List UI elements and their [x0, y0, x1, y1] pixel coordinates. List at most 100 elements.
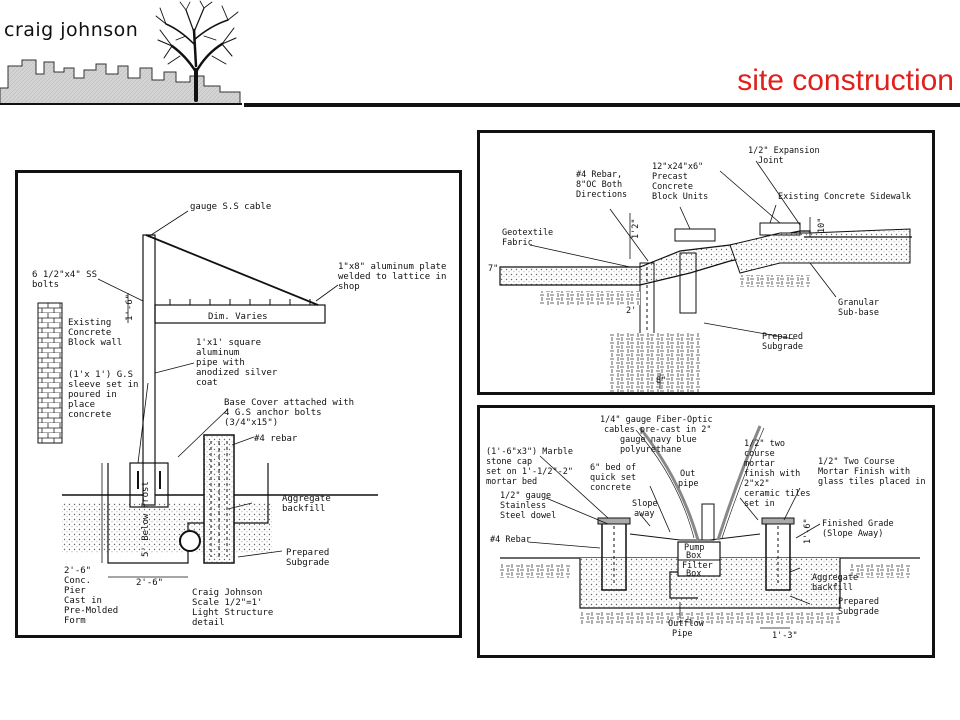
label-mortar-2: course: [744, 449, 775, 459]
sidewalk-drawing: 1/2" Expansion Joint 12"x24"x6" Precast …: [488, 146, 912, 392]
label-pier-4: Cast in: [64, 596, 102, 606]
label-mortar-3: mortar: [744, 459, 775, 469]
label-pier-5: Pre-Molded: [64, 606, 118, 616]
precast-block: [674, 228, 716, 242]
label-mortar-7: set in: [744, 499, 775, 509]
label-slope-2: away: [634, 509, 654, 519]
label-credit-2: Scale 1/2"=1': [192, 598, 262, 608]
label-pipe-3: pipe with: [196, 358, 245, 368]
out-pipe: [701, 503, 715, 541]
label-fiber-3: gauge navy blue: [620, 435, 697, 445]
label-pier-1: 2'-6": [64, 566, 91, 576]
label-aggregate-2: backfill: [812, 583, 853, 593]
label-wall-3: Block wall: [68, 338, 122, 348]
light-structure-detail-panel: gauge S.S cable 6 1/2"x4" SS bolts 1"x8"…: [15, 170, 462, 638]
label-pump-2: Box: [686, 551, 701, 561]
label-pipe-5: coat: [196, 378, 218, 388]
skyline-graphic: [0, 59, 241, 105]
page-title: site construction: [737, 64, 954, 97]
label-dowel-1: 1/2" gauge: [500, 491, 551, 501]
label-bolts-1: 6 1/2"x4" SS: [32, 270, 97, 280]
label-geo-1: Geotextile: [502, 228, 553, 238]
label-joint-2: Joint: [758, 156, 784, 166]
outflow-pipe: [669, 571, 698, 599]
label-subgrade-2: Subgrade: [762, 342, 803, 352]
support-cable: [145, 234, 319, 306]
label-block-4: Block Units: [652, 192, 708, 202]
label-subgrade-2: Subgrade: [286, 558, 329, 568]
label-block-2: Precast: [652, 172, 688, 182]
label-sleeve-3: poured in: [68, 390, 117, 400]
label-dim-13: 1'-3": [772, 631, 798, 641]
label-dim-2ft6: 2'-6": [136, 578, 163, 588]
label-mortar-1: 1/2" two: [744, 439, 785, 449]
label-sleeve-2: sleeve set in: [68, 380, 138, 390]
label-dim-arm: Dim. Varies: [208, 312, 268, 322]
label-bed-2: quick set: [590, 473, 636, 483]
label-cover-1: Base Cover attached with: [224, 398, 354, 408]
label-aggregate-1: Aggregate: [282, 494, 331, 504]
label-mortar-4: finish with: [744, 469, 800, 479]
label-credit-4: detail: [192, 618, 225, 628]
tree-graphic: [155, 0, 239, 102]
label-plate-3: shop: [338, 282, 360, 292]
pump-box: [677, 541, 721, 577]
label-subgrade-1: Prepared: [286, 548, 329, 558]
label-glass-3: glass tiles placed in: [818, 477, 925, 487]
block-wall: [37, 302, 63, 444]
label-filter-2: Box: [686, 569, 701, 579]
aluminum-pole: [142, 234, 156, 506]
label-cap-1: (1'-6"x3") Marble: [486, 447, 573, 457]
label-glass-2: Mortar Finish with: [818, 467, 910, 477]
granular-subbase: [729, 228, 911, 274]
label-fiber-2: cables pre-cast in 2": [604, 425, 711, 435]
label-glass-1: 1/2" Two Course: [818, 457, 895, 467]
label-pump-1: Pump: [684, 543, 704, 553]
label-credit-1: Craig Johnson: [192, 588, 262, 598]
fiber-optic-cable: [638, 427, 700, 541]
label-joint-1: 1/2" Expansion: [748, 146, 820, 156]
label-pipe-4: anodized silver: [196, 368, 278, 378]
subgrade-soil: [500, 564, 570, 578]
label-block-3: Concrete: [652, 182, 693, 192]
label-subgrade-1: Prepared: [838, 597, 879, 607]
label-wall-2: Concrete: [68, 328, 111, 338]
label-mortar-6: ceramic tiles: [744, 489, 811, 499]
label-rebar-3: Directions: [576, 190, 627, 200]
label-credit-3: Light Structure: [192, 608, 273, 618]
label-cap-4: mortar bed: [486, 477, 537, 487]
header-rule: [244, 103, 960, 107]
label-granular-1: Granular: [838, 298, 879, 308]
label-dowel-3: Steel dowel: [500, 511, 556, 521]
label-bolts-2: bolts: [32, 280, 59, 290]
label-bed-3: concrete: [590, 483, 631, 493]
label-pipe-1: 1'x1' square: [196, 338, 261, 348]
label-block-1: 12"x24"x6": [652, 162, 703, 172]
label-dim-2: 2': [626, 306, 636, 316]
basin-outline: [579, 558, 841, 609]
label-out-2: pipe: [678, 479, 698, 489]
label-grade-2: (Slope Away): [822, 529, 883, 539]
label-dim-16: 1'-6": [803, 518, 813, 544]
label-granular-2: Sub-base: [838, 308, 879, 318]
label-pipe-2: aluminum: [196, 348, 239, 358]
label-rebar-1: #4 Rebar,: [576, 170, 622, 180]
label-cover-2: 4 G.S anchor bolts: [224, 408, 322, 418]
light-structure-drawing: gauge S.S cable 6 1/2"x4" SS bolts 1"x8"…: [32, 202, 446, 628]
aggregate-backfill: [62, 503, 272, 553]
label-cable: gauge S.S cable: [190, 202, 271, 212]
label-subgrade-2: Subgrade: [838, 607, 879, 617]
label-dim-1ft6: 1'-6": [125, 294, 135, 321]
label-pier-6: Form: [64, 616, 86, 626]
label-fiber-1: 1/4" gauge Fiber-Optic: [600, 415, 713, 425]
label-rebar: #4 rebar: [254, 434, 298, 444]
lattice-arm: [154, 304, 326, 324]
label-geo-2: Fabric: [502, 238, 533, 248]
label-sleeve-5: concrete: [68, 410, 111, 420]
label-cap-2: stone cap: [486, 457, 532, 467]
label-grade-1: Finished Grade: [822, 519, 894, 529]
fountain-detail-panel: 1/4" gauge Fiber-Optic cables pre-cast i…: [477, 405, 935, 658]
label-bed-1: 6" bed of: [590, 463, 636, 473]
label-dim-12: 1'2": [631, 219, 641, 239]
label-slope-1: Slope: [632, 499, 658, 509]
